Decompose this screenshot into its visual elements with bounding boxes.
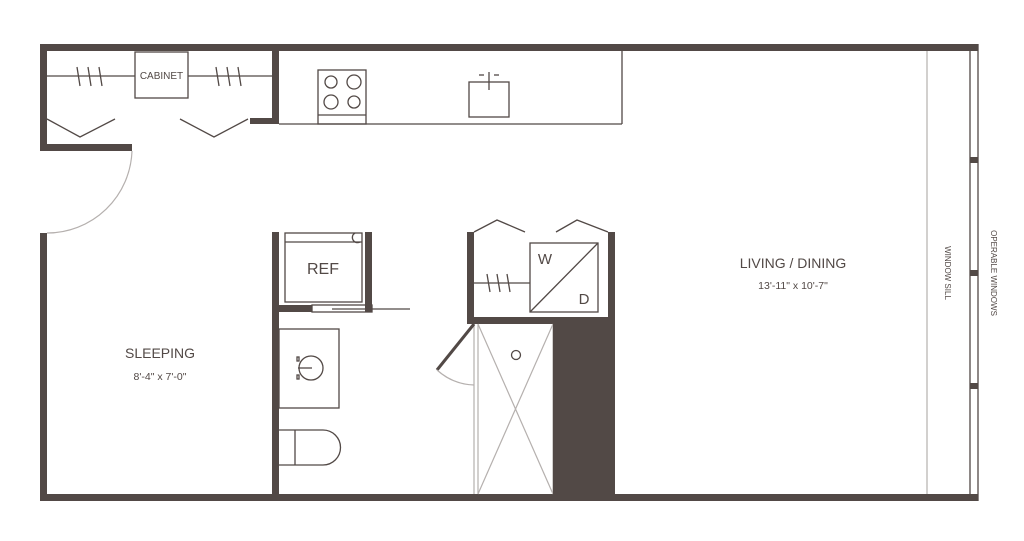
vanity [278, 328, 340, 409]
shower [473, 323, 554, 495]
exterior-walls [40, 44, 978, 501]
laundry-closet [467, 219, 615, 494]
kitchen-sink [468, 72, 510, 118]
stove [317, 69, 367, 125]
operable-windows-label: OPERABLE WINDOWS [989, 230, 998, 316]
refrigerator-label: REF [307, 261, 339, 278]
living-room-dimensions: 13'-11" x 10'-7" [758, 280, 828, 292]
refrigerator [284, 232, 363, 303]
closet [40, 44, 279, 151]
chase-wall [553, 324, 608, 494]
cabinet [134, 51, 189, 99]
entry-door-swing [46, 150, 133, 234]
operable-windows [969, 44, 979, 501]
washer-dryer [529, 242, 599, 313]
dryer-label: D [579, 291, 590, 308]
sleeping-room-name: SLEEPING [125, 345, 195, 361]
cabinet-label: CABINET [140, 71, 183, 82]
refrigerator-alcove [272, 232, 410, 494]
bathroom-door [435, 323, 476, 386]
sleeping-room-dimensions: 8'-4" x 7'-0" [134, 371, 187, 383]
window-sill-label: WINDOW SILL [943, 246, 952, 300]
living-room-name: LIVING / DINING [740, 255, 847, 271]
toilet [279, 429, 342, 466]
washer-label: W [538, 251, 553, 268]
